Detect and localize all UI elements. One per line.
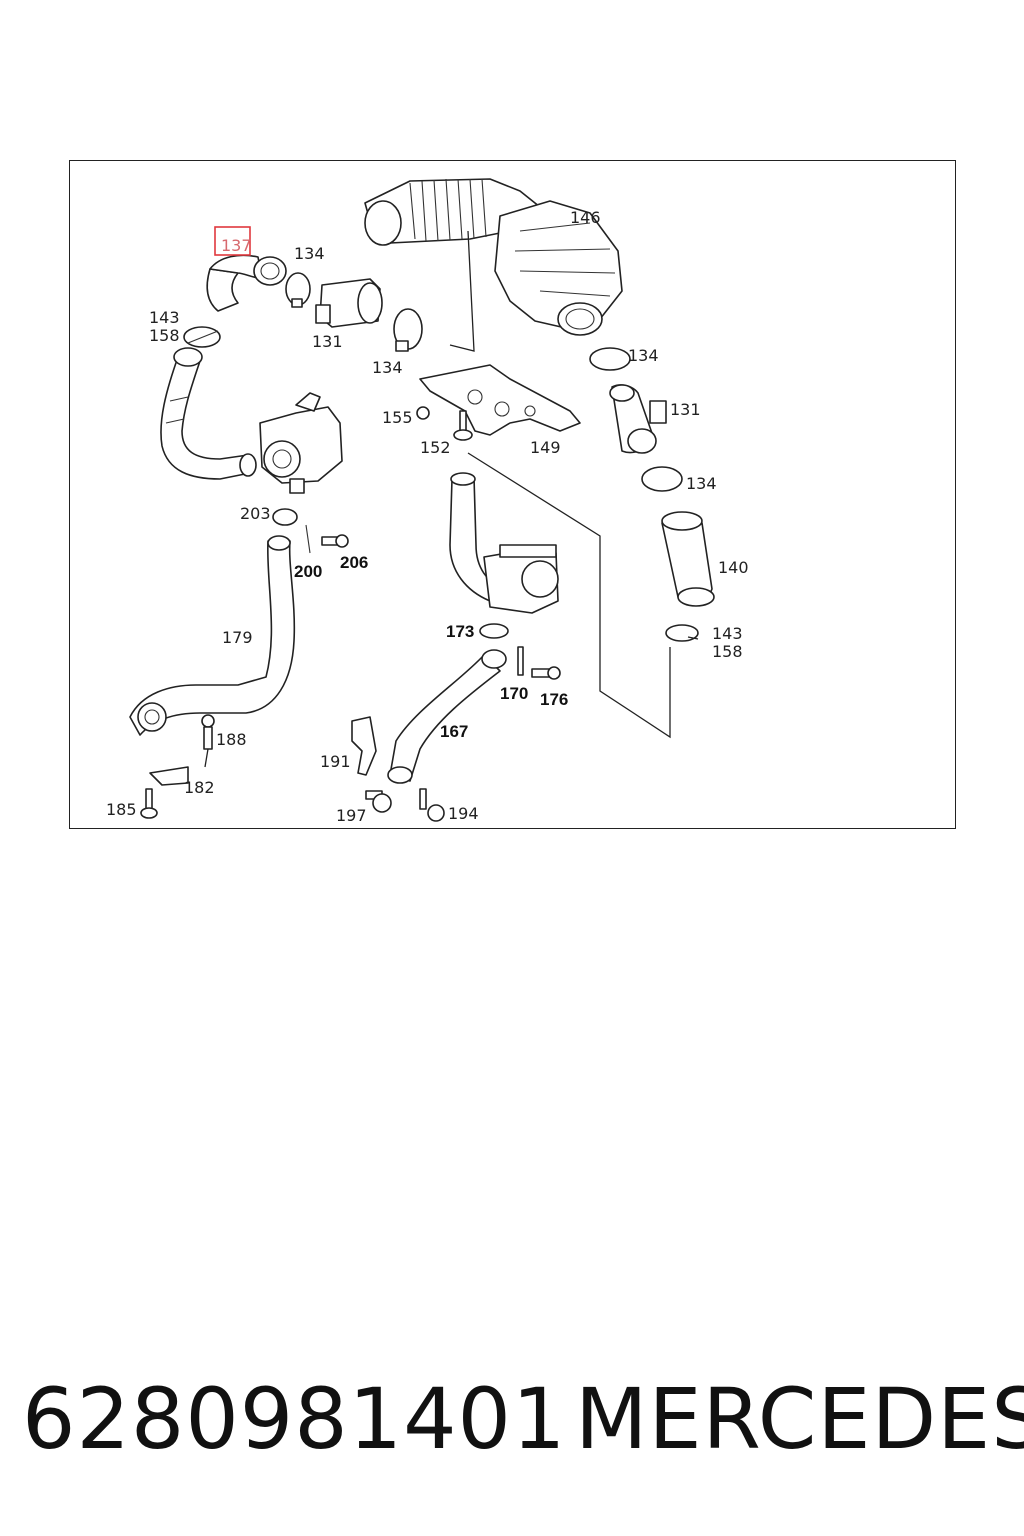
callout-140: 140 [718,558,749,577]
clamp-143-158-a [183,326,221,348]
bolt-170 [517,646,524,676]
callout-labels: 146 137 134 143 158 131 134 134 155 131 … [106,208,749,825]
callout-158-a: 158 [149,326,180,345]
gasket-173 [479,623,509,639]
maf-sensor-131-a [315,278,383,328]
charge-air-pipe [160,347,257,480]
bracket-182 [149,766,189,786]
callout-149: 149 [530,438,561,457]
bracket-191 [351,716,377,776]
callout-155: 155 [382,408,413,427]
callout-203: 203 [240,504,271,523]
callout-134-c: 134 [628,346,659,365]
pipe-179 [129,535,296,736]
callout-191: 191 [320,752,351,771]
turbocharger-center [449,472,559,614]
bolt-206 [321,534,349,548]
bolt-155 [416,406,430,420]
callout-152: 152 [420,438,451,457]
callout-176: 176 [540,690,568,709]
bolt-188 [201,714,215,750]
callout-131-a: 131 [312,332,343,351]
callout-131-b: 131 [670,400,701,419]
bolt-176 [531,666,561,680]
leader-lines [204,230,699,768]
brand-name: MERCEDES [575,1370,1024,1468]
callout-143-b: 143 [712,624,743,643]
bolt-197 [365,790,392,813]
callout-197: 197 [336,806,367,825]
callout-143-a: 143 [149,308,180,327]
callout-194: 194 [448,804,479,823]
callout-146: 146 [570,208,601,227]
pin-200 [305,524,311,554]
parts-diagram-frame: 146 137 134 143 158 131 134 134 155 131 … [69,160,956,829]
maf-sensor-131-b [609,384,667,454]
callout-137: 137 [221,236,252,255]
callout-158-b: 158 [712,642,743,661]
gasket-149 [419,364,581,436]
gasket-203 [272,508,298,526]
air-filter-housing-146 [364,178,623,336]
callout-134-b: 134 [372,358,403,377]
clamp-134-c [589,347,631,371]
clamp-134-a [285,272,311,308]
callout-134-d: 134 [686,474,717,493]
callout-173: 173 [446,622,474,641]
callout-185: 185 [106,800,137,819]
callout-179: 179 [222,628,253,647]
exploded-parts-diagram: 146 137 134 143 158 131 134 134 155 131 … [106,178,749,825]
turbocharger-upper [259,392,343,494]
bent-hose-137 [206,254,287,312]
hose-140 [661,511,715,607]
highlight-box-137 [214,226,251,256]
part-number: 6280981401 [22,1370,567,1468]
callout-182: 182 [184,778,215,797]
callout-170: 170 [500,684,528,703]
clamp-134-b [393,308,423,352]
product-caption: 6280981401 MERCEDES [0,1370,1024,1470]
callout-134-a: 134 [294,244,325,263]
pipe-167 [387,649,507,784]
clamp-134-d [641,466,683,492]
callout-188: 188 [216,730,247,749]
bolt-185 [140,788,158,819]
bolt-194 [419,788,445,822]
callout-167: 167 [440,722,468,741]
callout-206: 206 [340,553,368,572]
bolt-152 [453,410,473,441]
callout-200: 200 [294,562,322,581]
